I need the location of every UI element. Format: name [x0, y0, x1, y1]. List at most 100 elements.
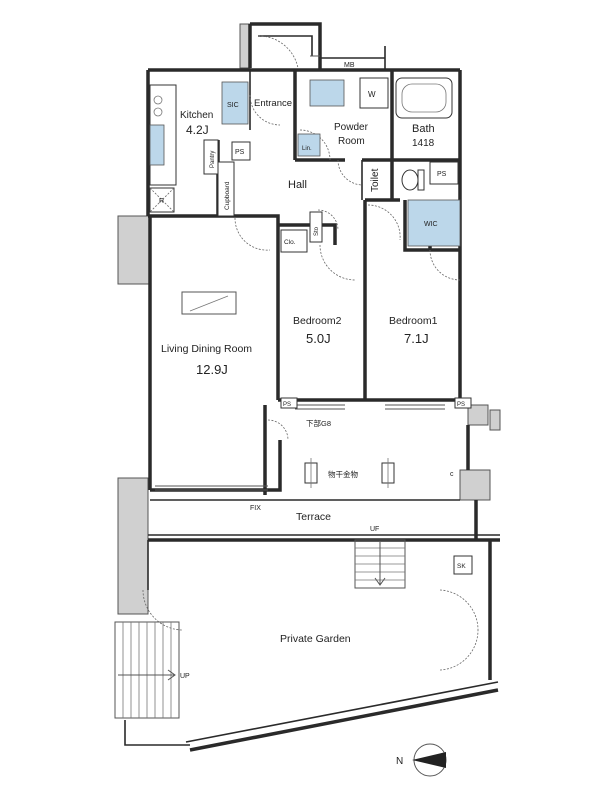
- bedrooms-bottom-wall: [263, 398, 470, 495]
- bedroom2-size: 5.0J: [306, 331, 331, 346]
- mb-wall: [320, 46, 386, 70]
- north-arrow-icon: [412, 752, 446, 768]
- left-wall: [146, 70, 152, 490]
- bedroom2-top-wall: [278, 223, 337, 245]
- stove-burner-icon: [153, 107, 163, 117]
- door-garden-right: [439, 589, 479, 671]
- wall-stub: [489, 409, 501, 431]
- stairs-terrace: [354, 539, 406, 589]
- bedroom2-label: Bedroom2: [293, 315, 342, 327]
- fix-tag: FIX: [250, 505, 261, 512]
- ps-bath-tag: PS: [437, 171, 447, 178]
- entrance-alcove-inner: [258, 35, 313, 56]
- dryer-tag: 物干金物: [328, 469, 358, 479]
- storage: [309, 211, 323, 243]
- bathtub: [395, 77, 453, 119]
- living-size: 12.9J: [196, 362, 228, 377]
- refrigerator-cross-icon: [149, 187, 175, 213]
- linen-closet: [297, 133, 321, 157]
- clo-tag: Clo.: [284, 239, 296, 246]
- living-label: Living Dining Room: [161, 343, 252, 355]
- bedroom1-label: Bedroom1: [389, 315, 438, 327]
- garden-label: Private Garden: [280, 633, 351, 645]
- window-bedroom1: [385, 404, 445, 410]
- refrigerator-tag: R: [159, 198, 164, 205]
- uf-tag: UF: [370, 526, 379, 533]
- column-terrace: [459, 469, 491, 501]
- stove-burner-icon: [153, 95, 163, 105]
- living-box-diagonal: [189, 295, 229, 312]
- garden-wall: [189, 540, 499, 752]
- toilet-label: Toilet: [370, 168, 381, 192]
- terrace-label: Terrace: [296, 511, 331, 523]
- kitchen-size: 4.2J: [186, 123, 209, 137]
- living-box: [181, 291, 237, 315]
- up-tag: UP: [180, 673, 190, 680]
- underfloor-tag: 下部G8: [306, 418, 331, 428]
- sk-tag: SK: [457, 563, 466, 570]
- mb-tag: MB: [344, 62, 355, 69]
- north-arrow: N: [396, 743, 447, 777]
- sic-closet: [221, 81, 249, 125]
- bathtub-inner: [401, 83, 447, 113]
- kitchen-sink: [149, 124, 165, 166]
- powder-label-line1: Powder: [334, 122, 369, 133]
- bath-size: 1418: [412, 138, 435, 149]
- interior-walls: [148, 70, 500, 542]
- outer-walls: [117, 22, 501, 615]
- entrance-label: Entrance: [254, 98, 292, 109]
- door-bedroom1: [367, 204, 401, 241]
- bedroom1-size: 7.1J: [404, 331, 429, 346]
- wall-column-left: [117, 215, 151, 285]
- ps-kitchen: [231, 141, 251, 161]
- stair-arrow-icon: [374, 542, 386, 586]
- door-powder: [299, 129, 331, 161]
- closet: [280, 229, 308, 253]
- north-label: N: [396, 756, 403, 767]
- stairs-garden: [114, 621, 180, 719]
- column-c-tag: c: [450, 471, 454, 478]
- ps-terrace-left-tag: PS: [283, 402, 291, 408]
- powder-left-wall: [293, 70, 345, 162]
- sto-tag: Sto: [314, 226, 320, 236]
- living-bottom-wall: [150, 440, 282, 492]
- garden-boundary: [124, 540, 499, 752]
- doors: [142, 35, 479, 671]
- washer-tag: W: [368, 90, 376, 99]
- pantry: [203, 139, 219, 175]
- garden-wall-inner: [124, 681, 499, 746]
- entrance-alcove-wall: [248, 22, 322, 68]
- top-wall: [148, 58, 460, 72]
- room-labels: Kitchen 4.2J Entrance Powder Room Bath 1…: [161, 98, 438, 645]
- linen-tag: Lin.: [302, 146, 312, 152]
- powder-sink: [309, 79, 345, 107]
- door-bedroom2: [319, 244, 356, 281]
- door-front: [257, 35, 299, 69]
- cupboard-tag: Cupboard: [224, 181, 231, 210]
- kitchen-label: Kitchen: [180, 110, 213, 121]
- ps-terrace-right: [454, 397, 472, 409]
- toilet-tank: [417, 169, 425, 191]
- hall-label: Hall: [288, 179, 307, 191]
- garden-stair-arrow-icon: [118, 669, 176, 681]
- garden-stair-treads: [122, 622, 172, 718]
- windows: [155, 55, 445, 491]
- toilet-bowl: [401, 169, 419, 191]
- cupboard: [217, 161, 235, 217]
- column-right: [467, 404, 489, 426]
- walk-in-closet: [407, 199, 461, 247]
- sk-box: [453, 555, 473, 575]
- ps-bath: [429, 161, 459, 185]
- door-living: [234, 217, 271, 251]
- powder-label-line2: Room: [338, 136, 365, 147]
- door-sto: [317, 209, 339, 231]
- bedroom2-left-wall: [240, 214, 280, 400]
- bath-label: Bath: [412, 123, 435, 135]
- door-sic: [249, 94, 281, 126]
- ps-tag: PS: [235, 149, 245, 156]
- door-toilet: [337, 159, 363, 186]
- pantry-tag: Pantry: [210, 151, 216, 168]
- door-terrace: [267, 419, 289, 441]
- fixtures: [149, 77, 473, 575]
